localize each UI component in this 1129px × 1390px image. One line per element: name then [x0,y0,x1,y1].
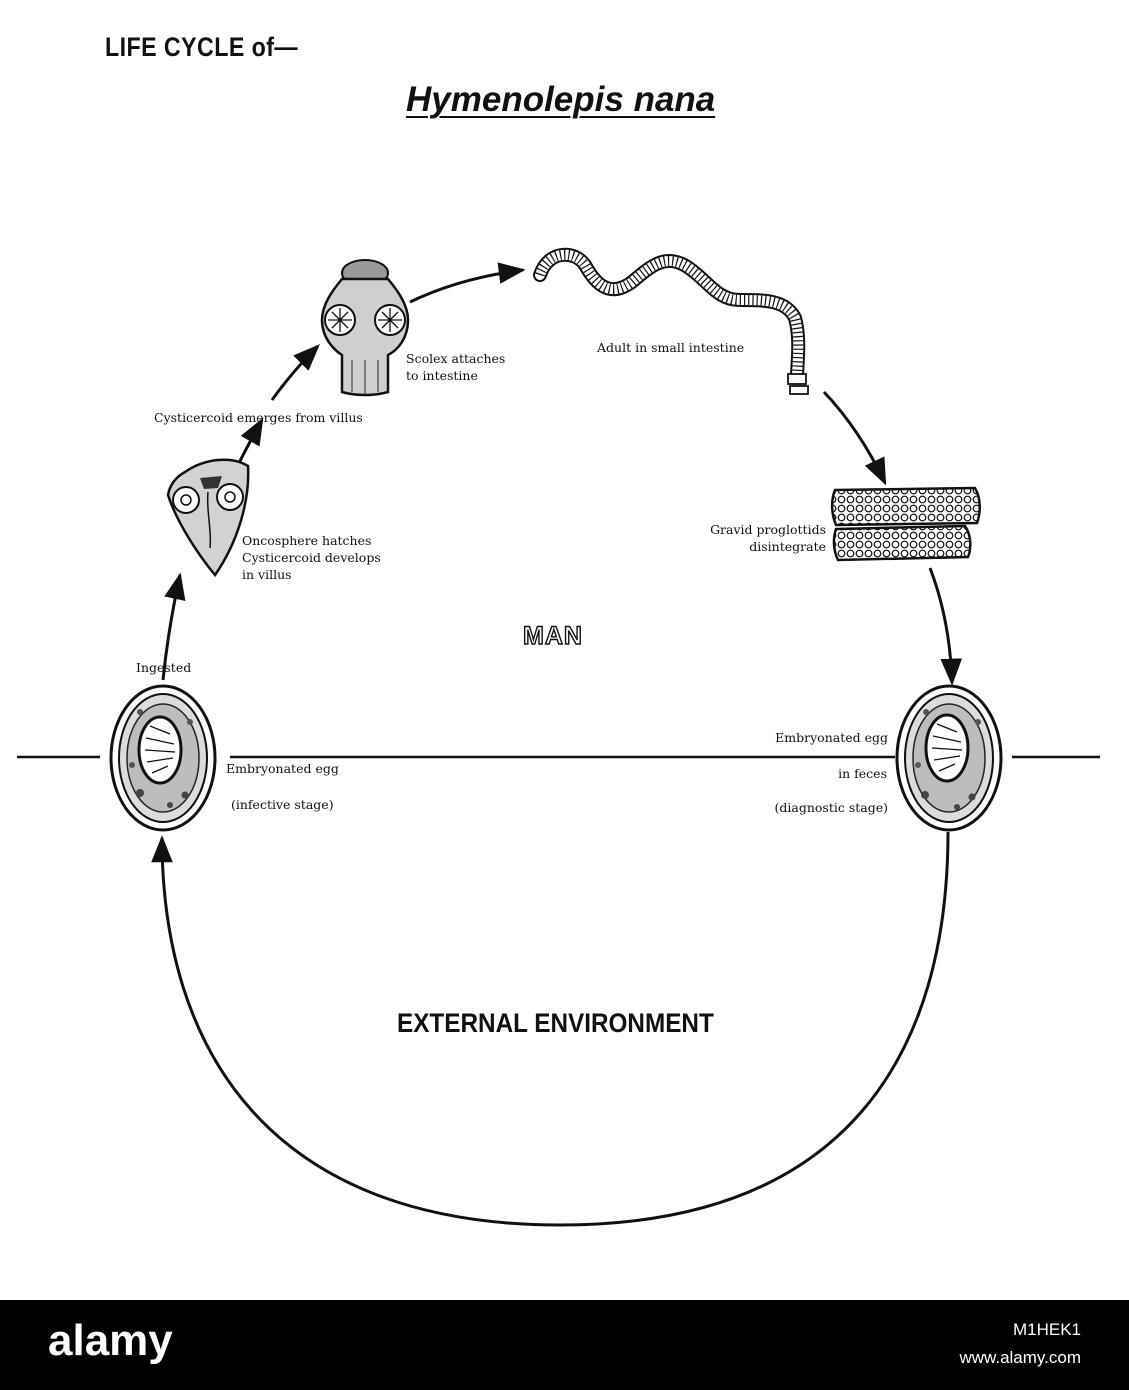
ingested-label: Ingested [136,660,192,675]
scolex-illustration [320,259,410,397]
diagram-heading: LIFE CYCLE of— [105,32,299,62]
arrow-external-cycle [151,831,950,1227]
adult-worm-illustration [533,247,809,395]
infective-egg-label-line1: Embryonated egg [226,761,339,776]
cysticercoid-emerges-label: Cysticercoid emerges from villus [154,410,363,425]
diagnostic-egg-label-line1: Embryonated egg [775,730,888,745]
cysticercoid-illustration [166,458,250,578]
adult-label: Adult in small intestine [597,340,745,355]
external-environment-label: EXTERNAL ENVIRONMENT [397,1008,714,1038]
oncosphere-label-line2: Cysticercoid develops [242,550,381,565]
watermark-banner: alamy M1HEK1 www.alamy.com [0,1300,1129,1390]
oncosphere-label-line1: Oncosphere hatches [242,533,372,548]
oncosphere-label-line3: in villus [242,567,292,582]
diagnostic-egg-label-line3: (diagnostic stage) [774,800,888,815]
alamy-logo: alamy [48,1316,173,1365]
species-title: Hymenolepis nana [406,80,716,119]
scolex-label-line2: to intestine [406,368,478,383]
arrow-oncosphere-to-emerge [236,417,264,466]
diagnostic-egg-label-line2: in feces [838,766,887,781]
embryonated-egg-diagnostic-illustration [895,684,1003,832]
scolex-label-line1: Scolex attaches [406,351,506,366]
host-zone-label: MAN [522,621,583,650]
infective-egg-label-line2: (infective stage) [231,797,334,812]
gravid-label-line1: Gravid proglottids [710,522,826,537]
arrow-ingested-to-oncosphere [161,572,186,681]
image-id: M1HEK1 [1012,1320,1081,1339]
embryonated-egg-infective-illustration [109,684,217,832]
watermark-url: www.alamy.com [959,1348,1081,1367]
arrow-proglottids-to-egg [928,567,963,686]
arrow-scolex-to-adult [409,262,526,304]
life-cycle-diagram [17,247,1100,1227]
arrow-adult-to-proglottids [822,390,887,486]
arrow-emerge-to-scolex [270,344,320,401]
gravid-proglottids-illustration [830,486,981,562]
gravid-label-line2: disintegrate [749,539,826,554]
